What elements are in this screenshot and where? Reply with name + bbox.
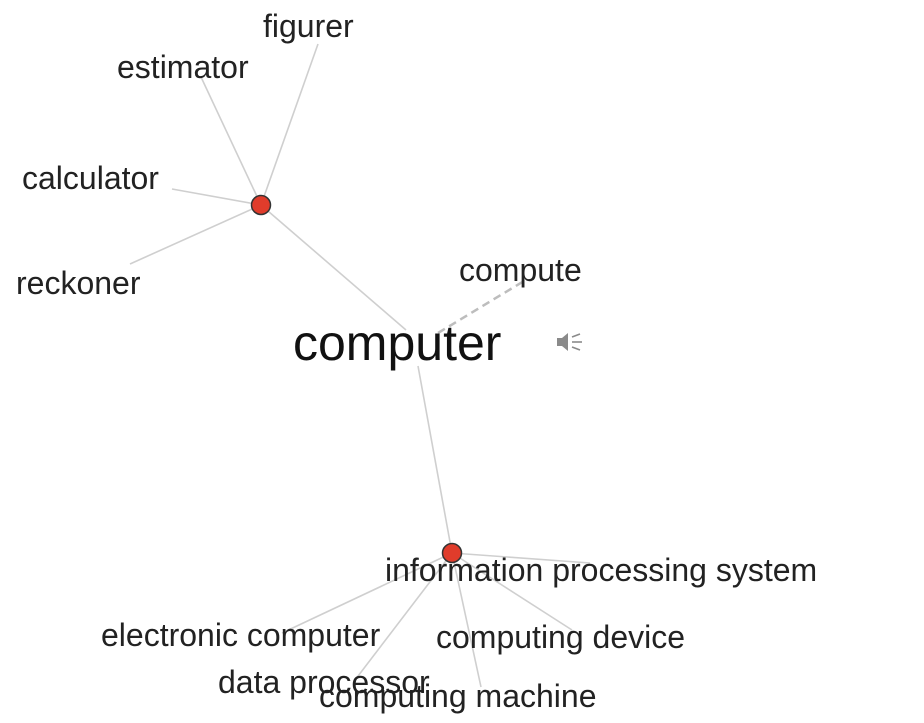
word-information-processing-system[interactable]: information processing system bbox=[385, 552, 818, 588]
word-estimator[interactable]: estimator bbox=[117, 49, 249, 85]
edge-data-processor bbox=[354, 552, 453, 681]
speaker-icon[interactable] bbox=[554, 328, 588, 356]
word-computing-machine[interactable]: computing machine bbox=[319, 678, 597, 714]
hub-node-bottom[interactable] bbox=[441, 542, 463, 564]
edge-estimator bbox=[200, 76, 262, 206]
root-word: computer bbox=[293, 315, 502, 371]
word-compute[interactable]: compute bbox=[459, 252, 582, 288]
word-computing-device[interactable]: computing device bbox=[436, 619, 686, 655]
word-data-processor[interactable]: data processor bbox=[218, 664, 430, 700]
word-figurer[interactable]: figurer bbox=[263, 8, 354, 44]
edge-computing-machine bbox=[451, 552, 482, 688]
edge-compute bbox=[437, 279, 525, 335]
edge-electronic-computer bbox=[281, 552, 453, 634]
word-electronic-computer[interactable]: electronic computer bbox=[101, 617, 381, 653]
edge-reckoner bbox=[129, 204, 262, 265]
word-reckoner[interactable]: reckoner bbox=[16, 265, 141, 301]
edge-information-processing-system bbox=[451, 552, 591, 564]
hub-node-top[interactable] bbox=[250, 194, 272, 216]
edge-hub-top-root bbox=[260, 204, 407, 331]
edge-root-hub-bottom bbox=[417, 365, 453, 554]
word-calculator[interactable]: calculator bbox=[22, 160, 159, 196]
edge-computing-device bbox=[451, 552, 573, 631]
edge-figurer bbox=[260, 43, 319, 206]
edge-calculator bbox=[171, 188, 262, 206]
